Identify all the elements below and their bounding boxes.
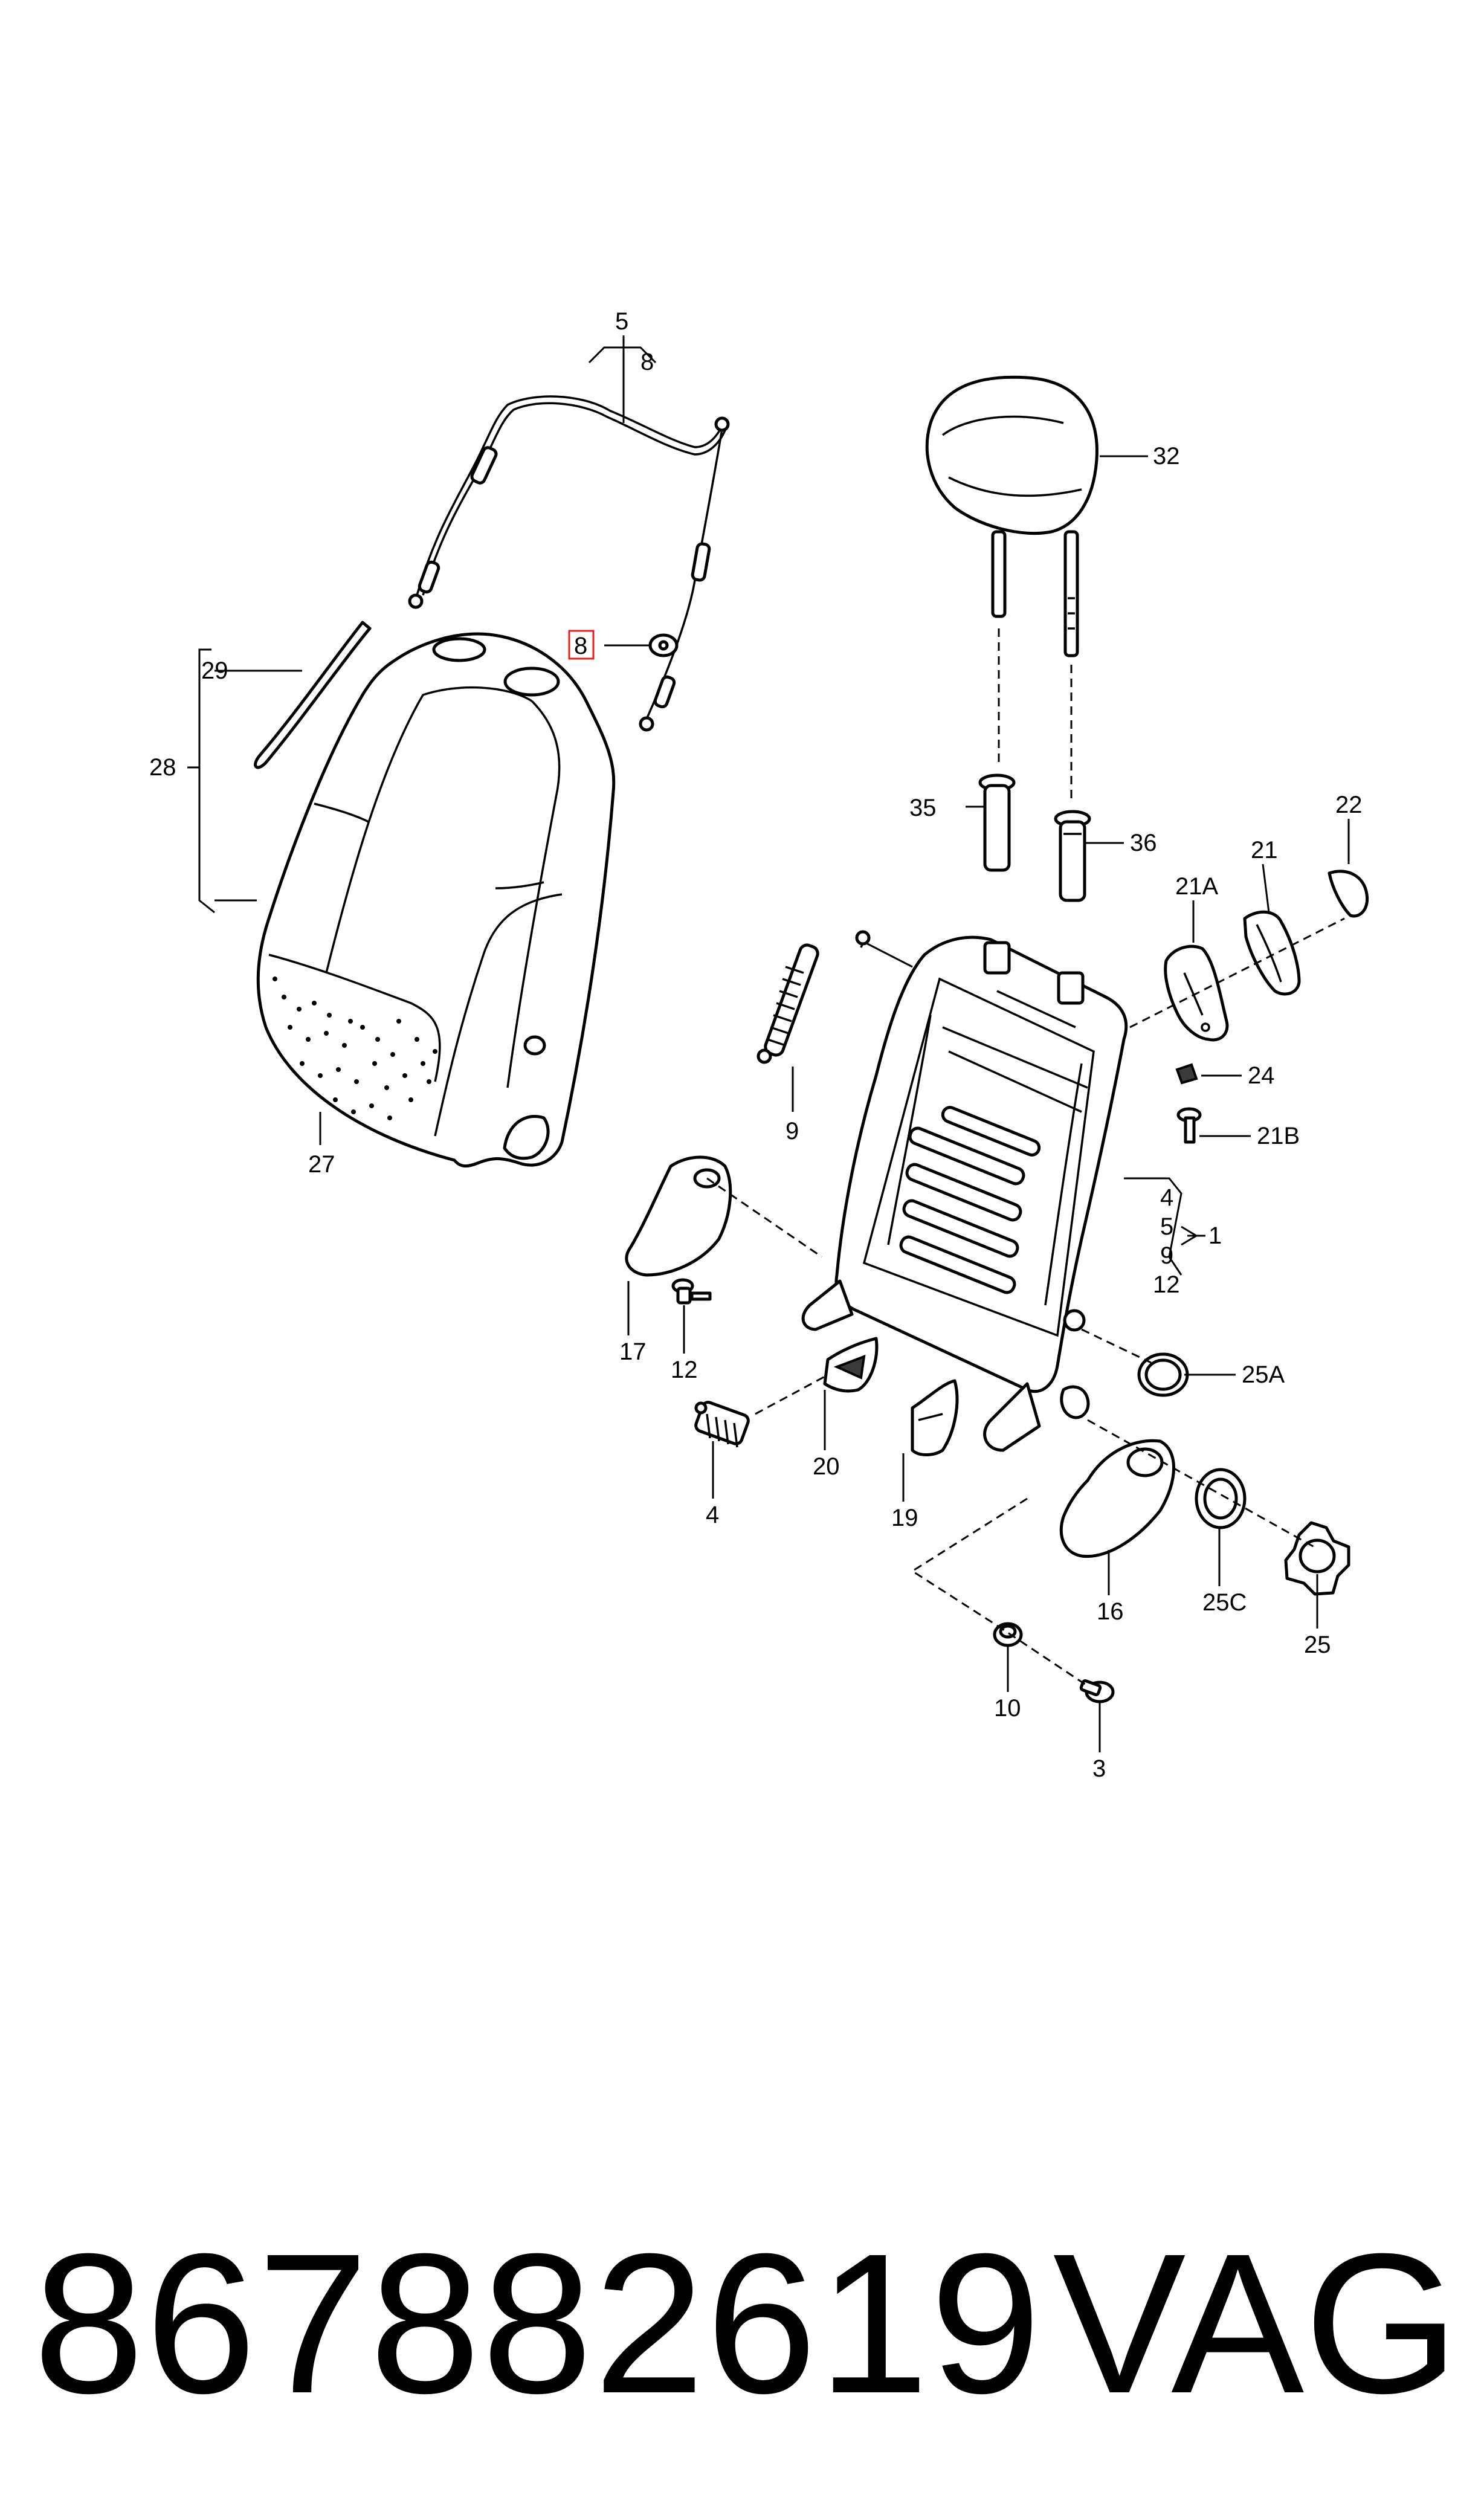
clip-24 <box>1175 1063 1198 1085</box>
callout-36: 36 <box>1130 830 1157 856</box>
callout-8-top: 8 <box>640 349 654 375</box>
bracket-19 <box>911 1379 959 1456</box>
callout-21b: 21B <box>1257 1123 1300 1149</box>
escutcheon-21 <box>1243 910 1301 996</box>
cap-22 <box>1328 870 1369 918</box>
callout-22: 22 <box>1335 792 1363 818</box>
screw-21b <box>1176 1107 1202 1144</box>
callout-20: 20 <box>813 1453 840 1480</box>
brand-label: VAG <box>1053 2212 1459 2435</box>
tension-spring-9 <box>757 930 913 1064</box>
callout-4-group: 4 <box>1160 1184 1173 1211</box>
headrest-guide-35 <box>978 773 1016 872</box>
callout-29: 29 <box>201 657 228 684</box>
footer: 867882619 VAG <box>33 2224 1459 2441</box>
headrest-guide-36 <box>1054 810 1091 902</box>
callout-10: 10 <box>994 1695 1021 1722</box>
handwheel-25a <box>1137 1352 1189 1397</box>
callout-12-group: 12 <box>1153 1271 1180 1298</box>
part-number: 867882619 <box>33 2212 1042 2435</box>
callout-21: 21 <box>1251 837 1278 864</box>
callout-21a: 21A <box>1175 873 1218 900</box>
callout-32: 32 <box>1153 443 1180 470</box>
callout-5-group: 5 <box>1160 1213 1173 1240</box>
callout-4-spring: 4 <box>706 1502 719 1528</box>
callout-17: 17 <box>619 1338 647 1365</box>
callout-24: 24 <box>1248 1062 1275 1089</box>
callout-25: 25 <box>1304 1632 1331 1658</box>
callout-16: 16 <box>1097 1598 1124 1625</box>
headrest-32 <box>925 375 1098 804</box>
callout-1: 1 <box>1208 1222 1222 1249</box>
callout-9-group: 9 <box>1160 1242 1173 1269</box>
cable-assembly <box>408 395 730 732</box>
callout-12-screw: 12 <box>671 1357 698 1383</box>
backrest-cover-27 <box>256 632 616 1168</box>
perforation-dots <box>273 977 437 1120</box>
washer-25c <box>1195 1468 1247 1529</box>
highlight-box-8 <box>568 630 595 660</box>
trim-wire-29 <box>254 621 372 769</box>
cover-plate-16 <box>1059 1439 1175 1558</box>
callout-labels: 5 8 8 29 28 27 32 35 36 22 21 21A 24 21B… <box>149 308 1363 1782</box>
callout-25c: 25C <box>1202 1589 1247 1616</box>
callout-19: 19 <box>891 1505 918 1531</box>
callout-5-top: 5 <box>615 308 628 335</box>
callout-9-spring: 9 <box>786 1118 799 1144</box>
bracket-20 <box>823 1337 879 1393</box>
screw-12 <box>671 1278 712 1305</box>
callout-35: 35 <box>909 795 937 821</box>
callout-3: 3 <box>1092 1755 1106 1782</box>
callout-8-highlighted: 8 <box>574 633 587 659</box>
screw-3 <box>1079 1679 1115 1703</box>
side-cover-17 <box>625 1155 822 1277</box>
spring-4 <box>694 1370 834 1448</box>
callout-27: 27 <box>308 1151 335 1178</box>
backrest-frame <box>801 935 1128 1452</box>
knob-25 <box>1284 1521 1350 1596</box>
callout-25a: 25A <box>1242 1361 1285 1388</box>
callout-28: 28 <box>149 754 176 781</box>
leader-lines <box>187 335 1350 1752</box>
